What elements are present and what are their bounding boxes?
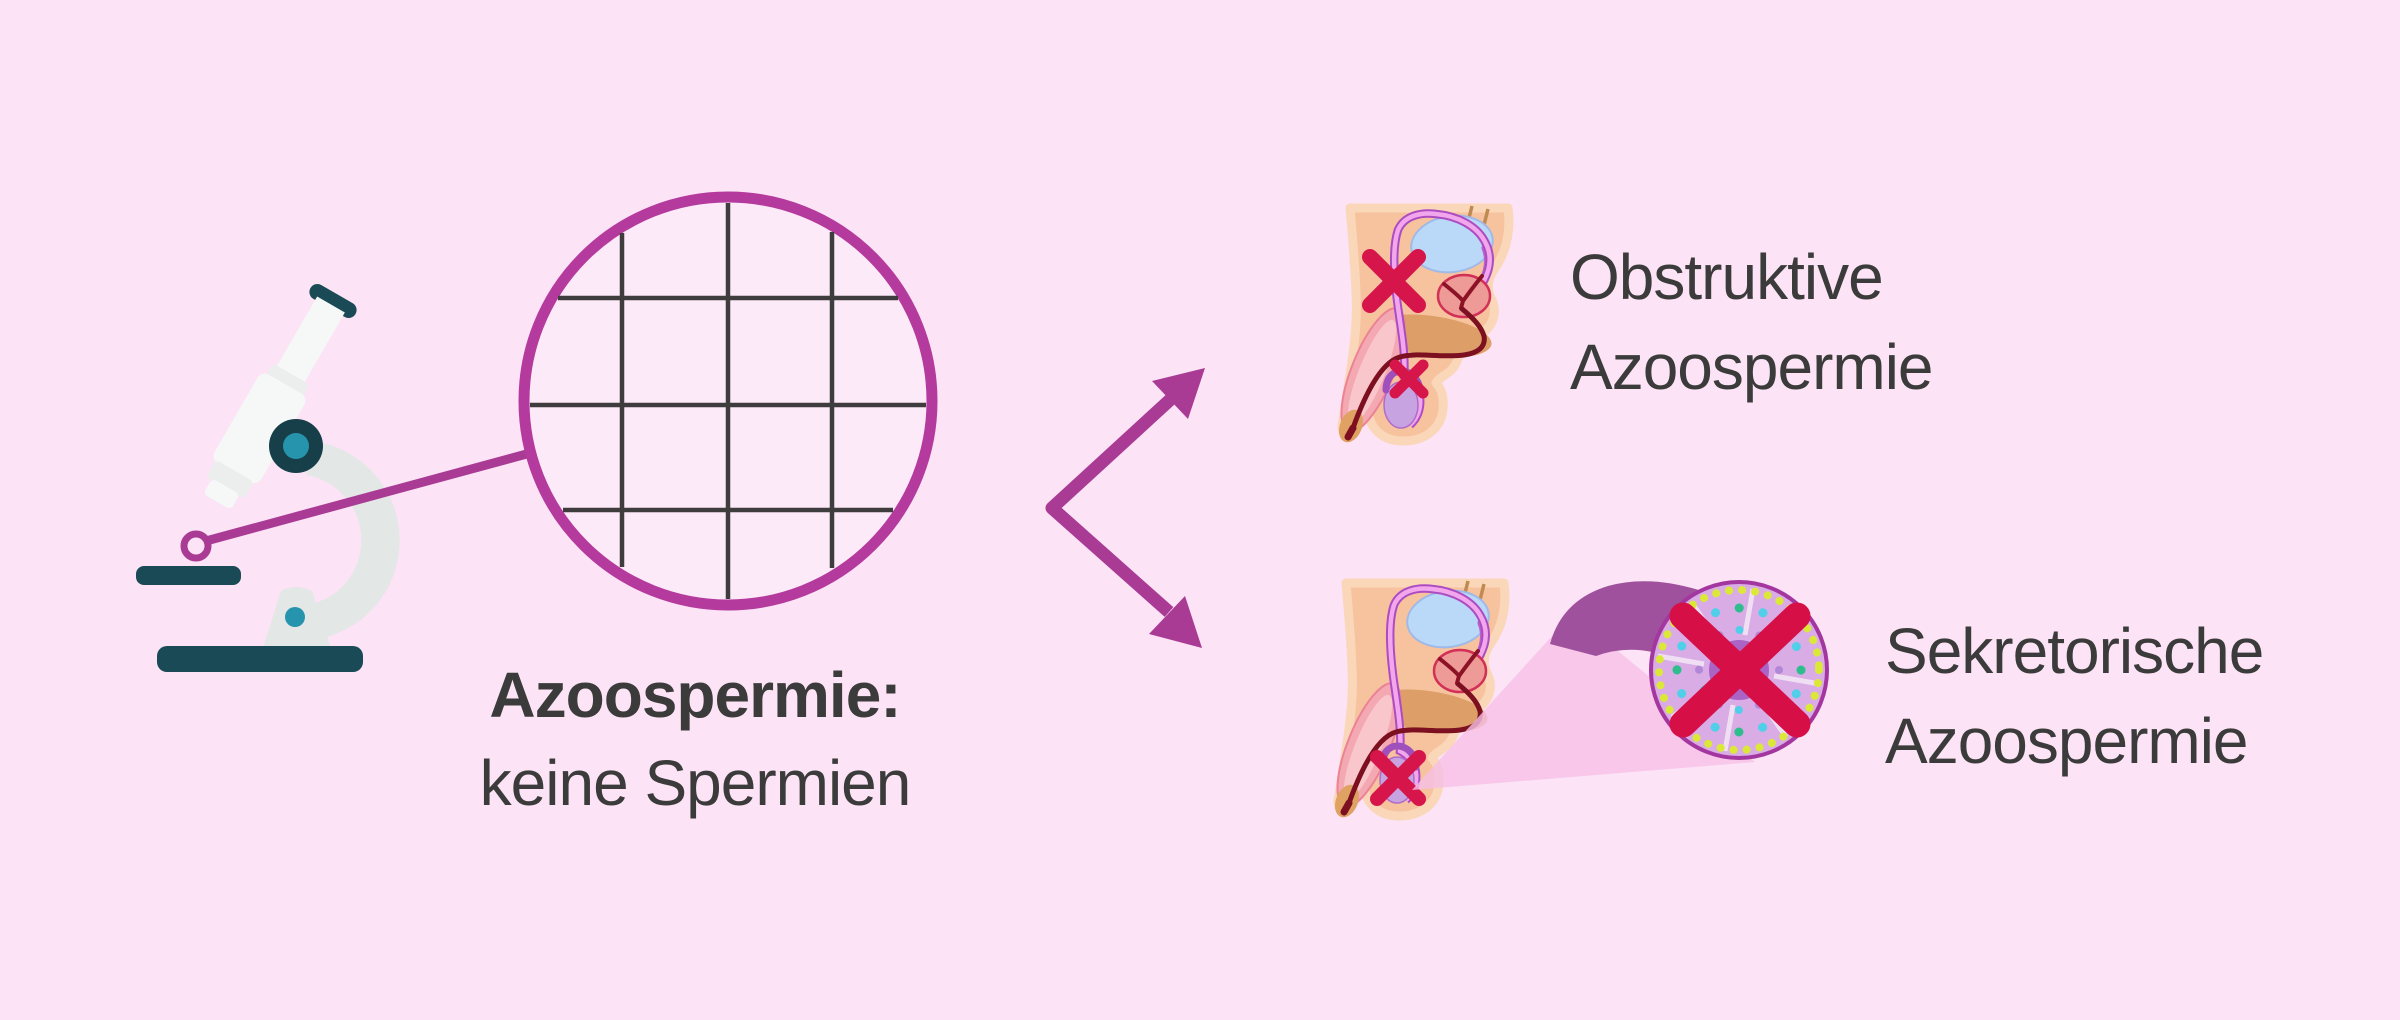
counting-grid-lines [530, 203, 926, 599]
testicle-cross-icon [1370, 750, 1426, 806]
objective-lens [204, 480, 239, 509]
caption-definition: keine Spermien [479, 747, 912, 819]
label-obstructive-line1: Obstruktive [1570, 241, 1884, 313]
septum-7 [1742, 588, 1756, 636]
arrow-head-down [1149, 596, 1202, 648]
arrow-head-up [1152, 368, 1205, 419]
objective-ring [207, 461, 253, 498]
microscope-arm [288, 441, 400, 641]
magnifier-beam [1412, 614, 1755, 790]
tubule-cross-section [1649, 580, 1829, 760]
microscope-tube [204, 284, 357, 509]
microscope-field-grid-icon [518, 191, 938, 611]
blockage-cross-epididymis [1389, 359, 1429, 399]
blockage-cross-vas [1362, 249, 1426, 313]
pointer-line [204, 447, 536, 546]
focus-knob-inner [283, 433, 309, 459]
pointer-ring [180, 530, 212, 562]
no-sperm-cross-icon [1669, 602, 1811, 738]
microscope-base [157, 646, 363, 672]
eyepiece-barrel [273, 296, 345, 389]
septum-5 [1657, 653, 1705, 667]
tubule-outer-cell-ring [1655, 586, 1823, 754]
tubule-cells-lavender [1695, 626, 1783, 714]
eyepiece-cap [309, 284, 357, 318]
microscope-foot-dot [285, 607, 305, 627]
caption-term: Azoospermie: [489, 659, 901, 731]
tubule-cells-teal-inner [1695, 626, 1783, 714]
arrow-shafts [1045, 393, 1177, 617]
label-obstructive-azoospermia: Obstruktive Azoospermie [1570, 232, 1933, 412]
label-obstructive-line2: Azoospermie [1570, 331, 1933, 403]
label-secretory-line1: Sekretorische [1885, 615, 2264, 687]
azoospermia-caption: Azoospermie: keine Spermien [345, 651, 1045, 827]
blockage-cross-icons [1362, 249, 1429, 399]
microscope-stage-slide [136, 566, 241, 585]
tube-body [213, 373, 306, 484]
label-secretory-azoospermia: Sekretorische Azoospermie [1885, 606, 2264, 786]
double-branch-arrow-icon [1045, 368, 1205, 648]
label-secretory-line2: Azoospermie [1885, 705, 2249, 777]
septum-3 [1722, 704, 1736, 752]
microscope-icon [136, 284, 400, 672]
tube-collar [266, 364, 308, 397]
septum-1 [1773, 673, 1821, 687]
tubule-cells-green [1672, 603, 1806, 737]
